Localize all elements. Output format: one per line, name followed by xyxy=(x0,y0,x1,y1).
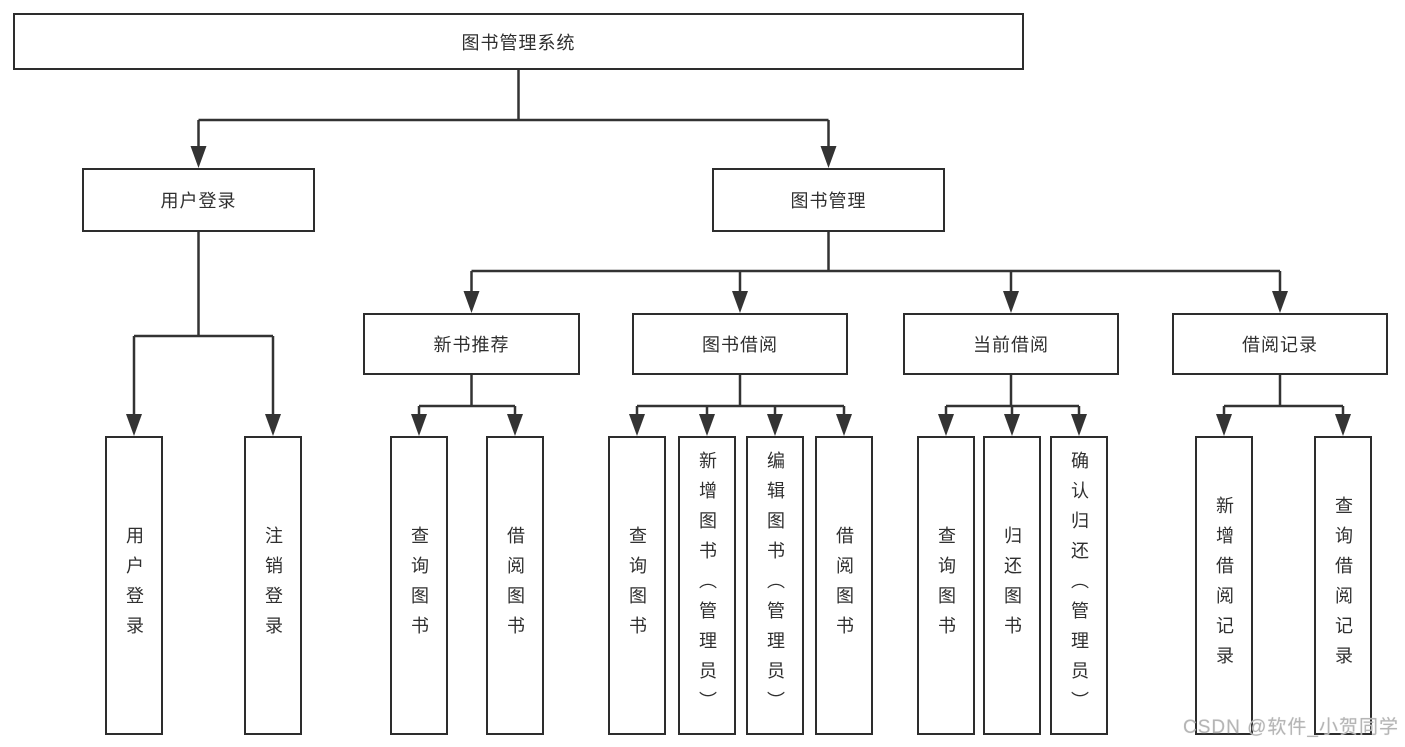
leaf-borrow-books-recommend: 借阅图书 xyxy=(486,436,544,735)
leaf-add-borrow-record-label: 新增借阅记录 xyxy=(1214,495,1234,676)
node-new-book-recommend-label: 新书推荐 xyxy=(433,335,510,355)
node-root-system: 图书管理系统 xyxy=(13,13,1024,70)
leaf-add-books-admin: 新增图书（管理员） xyxy=(678,436,736,735)
leaf-query-books-recommend: 查询图书 xyxy=(390,436,448,735)
leaf-logout-label: 注销登录 xyxy=(263,525,283,646)
leaf-confirm-return-admin: 确认归还（管理员） xyxy=(1050,436,1108,735)
leaf-query-books-current: 查询图书 xyxy=(917,436,975,735)
connector-borrow-records-branch xyxy=(1222,375,1345,420)
node-current-borrowing-label: 当前借阅 xyxy=(973,335,1049,355)
connector-book-management-branch xyxy=(470,232,1282,295)
connector-current-borrowing-branch xyxy=(944,375,1081,420)
leaf-borrow-books-recommend-label: 借阅图书 xyxy=(505,525,525,646)
leaf-user-login-label: 用户登录 xyxy=(124,525,144,646)
node-current-borrowing: 当前借阅 xyxy=(903,313,1119,375)
leaf-query-books-borrowing-label: 查询图书 xyxy=(627,525,647,646)
leaf-add-borrow-record: 新增借阅记录 xyxy=(1195,436,1253,735)
node-book-management-branch-label: 图书管理 xyxy=(790,191,867,211)
leaf-return-books-label: 归还图书 xyxy=(1002,525,1022,646)
connector-root-to-level2 xyxy=(197,70,830,150)
connector-user-login-branch xyxy=(132,232,275,418)
leaf-query-borrow-record-label: 查询借阅记录 xyxy=(1333,495,1353,676)
leaf-query-books-recommend-label: 查询图书 xyxy=(409,525,429,646)
leaf-edit-books-admin-label: 编辑图书（管理员） xyxy=(765,450,785,721)
node-book-borrowing-label: 图书借阅 xyxy=(702,335,778,355)
csdn-watermark: CSDN @软件_小贺同学 xyxy=(1183,717,1399,738)
leaf-add-books-admin-label: 新增图书（管理员） xyxy=(697,450,717,721)
leaf-query-books-current-label: 查询图书 xyxy=(936,525,956,646)
connector-new-book-branch xyxy=(417,375,517,420)
node-new-book-recommend: 新书推荐 xyxy=(363,313,580,375)
leaf-edit-books-admin: 编辑图书（管理员） xyxy=(746,436,804,735)
leaf-return-books: 归还图书 xyxy=(983,436,1041,735)
node-root-label: 图书管理系统 xyxy=(461,32,576,53)
node-book-management-branch: 图书管理 xyxy=(712,168,945,232)
node-borrow-records: 借阅记录 xyxy=(1172,313,1388,375)
connector-book-borrowing-branch xyxy=(635,375,846,420)
node-user-login-branch: 用户登录 xyxy=(82,168,315,232)
leaf-logout: 注销登录 xyxy=(244,436,302,735)
leaf-borrow-books-borrowing: 借阅图书 xyxy=(815,436,873,735)
leaf-confirm-return-admin-label: 确认归还（管理员） xyxy=(1069,450,1089,721)
node-user-login-branch-label: 用户登录 xyxy=(160,191,237,211)
leaf-user-login: 用户登录 xyxy=(105,436,163,735)
node-book-borrowing: 图书借阅 xyxy=(632,313,848,375)
node-borrow-records-label: 借阅记录 xyxy=(1242,335,1318,355)
leaf-borrow-books-borrowing-label: 借阅图书 xyxy=(834,525,854,646)
leaf-query-borrow-record: 查询借阅记录 xyxy=(1314,436,1372,735)
leaf-query-books-borrowing: 查询图书 xyxy=(608,436,666,735)
